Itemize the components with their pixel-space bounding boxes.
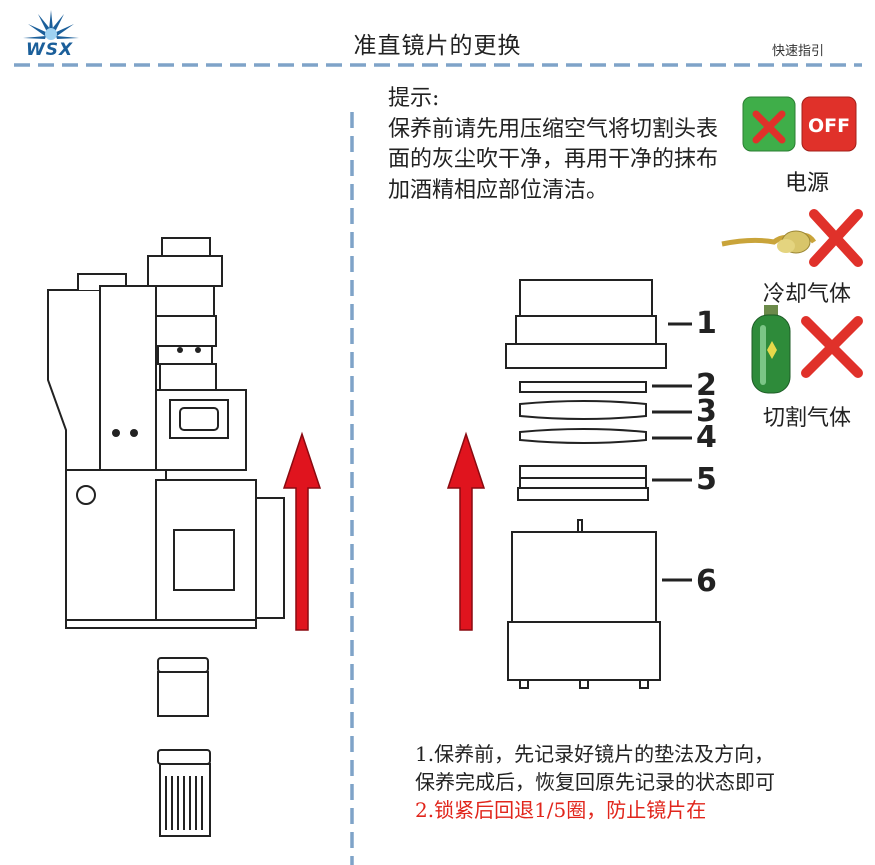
cutting-gas-off-icon	[751, 305, 863, 394]
part-number-3: 3	[696, 394, 717, 429]
hint-heading: 提示:	[388, 86, 440, 111]
cutting-gas-label: 切割气体	[762, 406, 851, 431]
power-off-icon: OFF	[742, 96, 857, 152]
hint-body: 保养前请先用压缩空气将切割头表面的灰尘吹干净，再用干净的抹布加酒精相应部位清洁。	[388, 116, 719, 203]
up-arrow-center-icon	[446, 431, 486, 631]
power-label: 电源	[784, 171, 829, 196]
notes-block: 1.保养前，先记录好镜片的垫法及方向，保养完成后，恢复回原先记录的状态即可 2.…	[415, 740, 795, 824]
parts-exploded-diagram	[505, 279, 692, 689]
off-badge: OFF	[808, 115, 850, 137]
cooling-gas-off-icon	[721, 209, 863, 267]
part-number-2: 2	[696, 368, 717, 403]
cooling-gas-label: 冷却气体	[762, 282, 851, 307]
part-number-4: 4	[696, 420, 717, 455]
page-title: 准直镜片的更换	[353, 33, 522, 59]
part-number-5: 5	[696, 462, 717, 497]
up-arrow-left-icon	[282, 431, 322, 631]
quick-guide-label: 快速指引	[772, 44, 825, 59]
cutting-head-drawing	[47, 237, 285, 837]
note-line-1: 1.保养前，先记录好镜片的垫法及方向，保养完成后，恢复回原先记录的状态即可	[415, 742, 775, 794]
logo-text: WSX	[26, 40, 74, 60]
note-line-2: 2.锁紧后回退1/5圈，防止镜片在	[415, 798, 707, 822]
wsx-logo-icon	[23, 10, 79, 40]
hint-block: 提示: 保养前请先用压缩空气将切割头表面的灰尘吹干净，再用干净的抹布加酒精相应部…	[388, 84, 733, 206]
part-number-1: 1	[696, 306, 717, 341]
part-number-6: 6	[696, 564, 717, 599]
logo: WSX	[18, 8, 84, 60]
